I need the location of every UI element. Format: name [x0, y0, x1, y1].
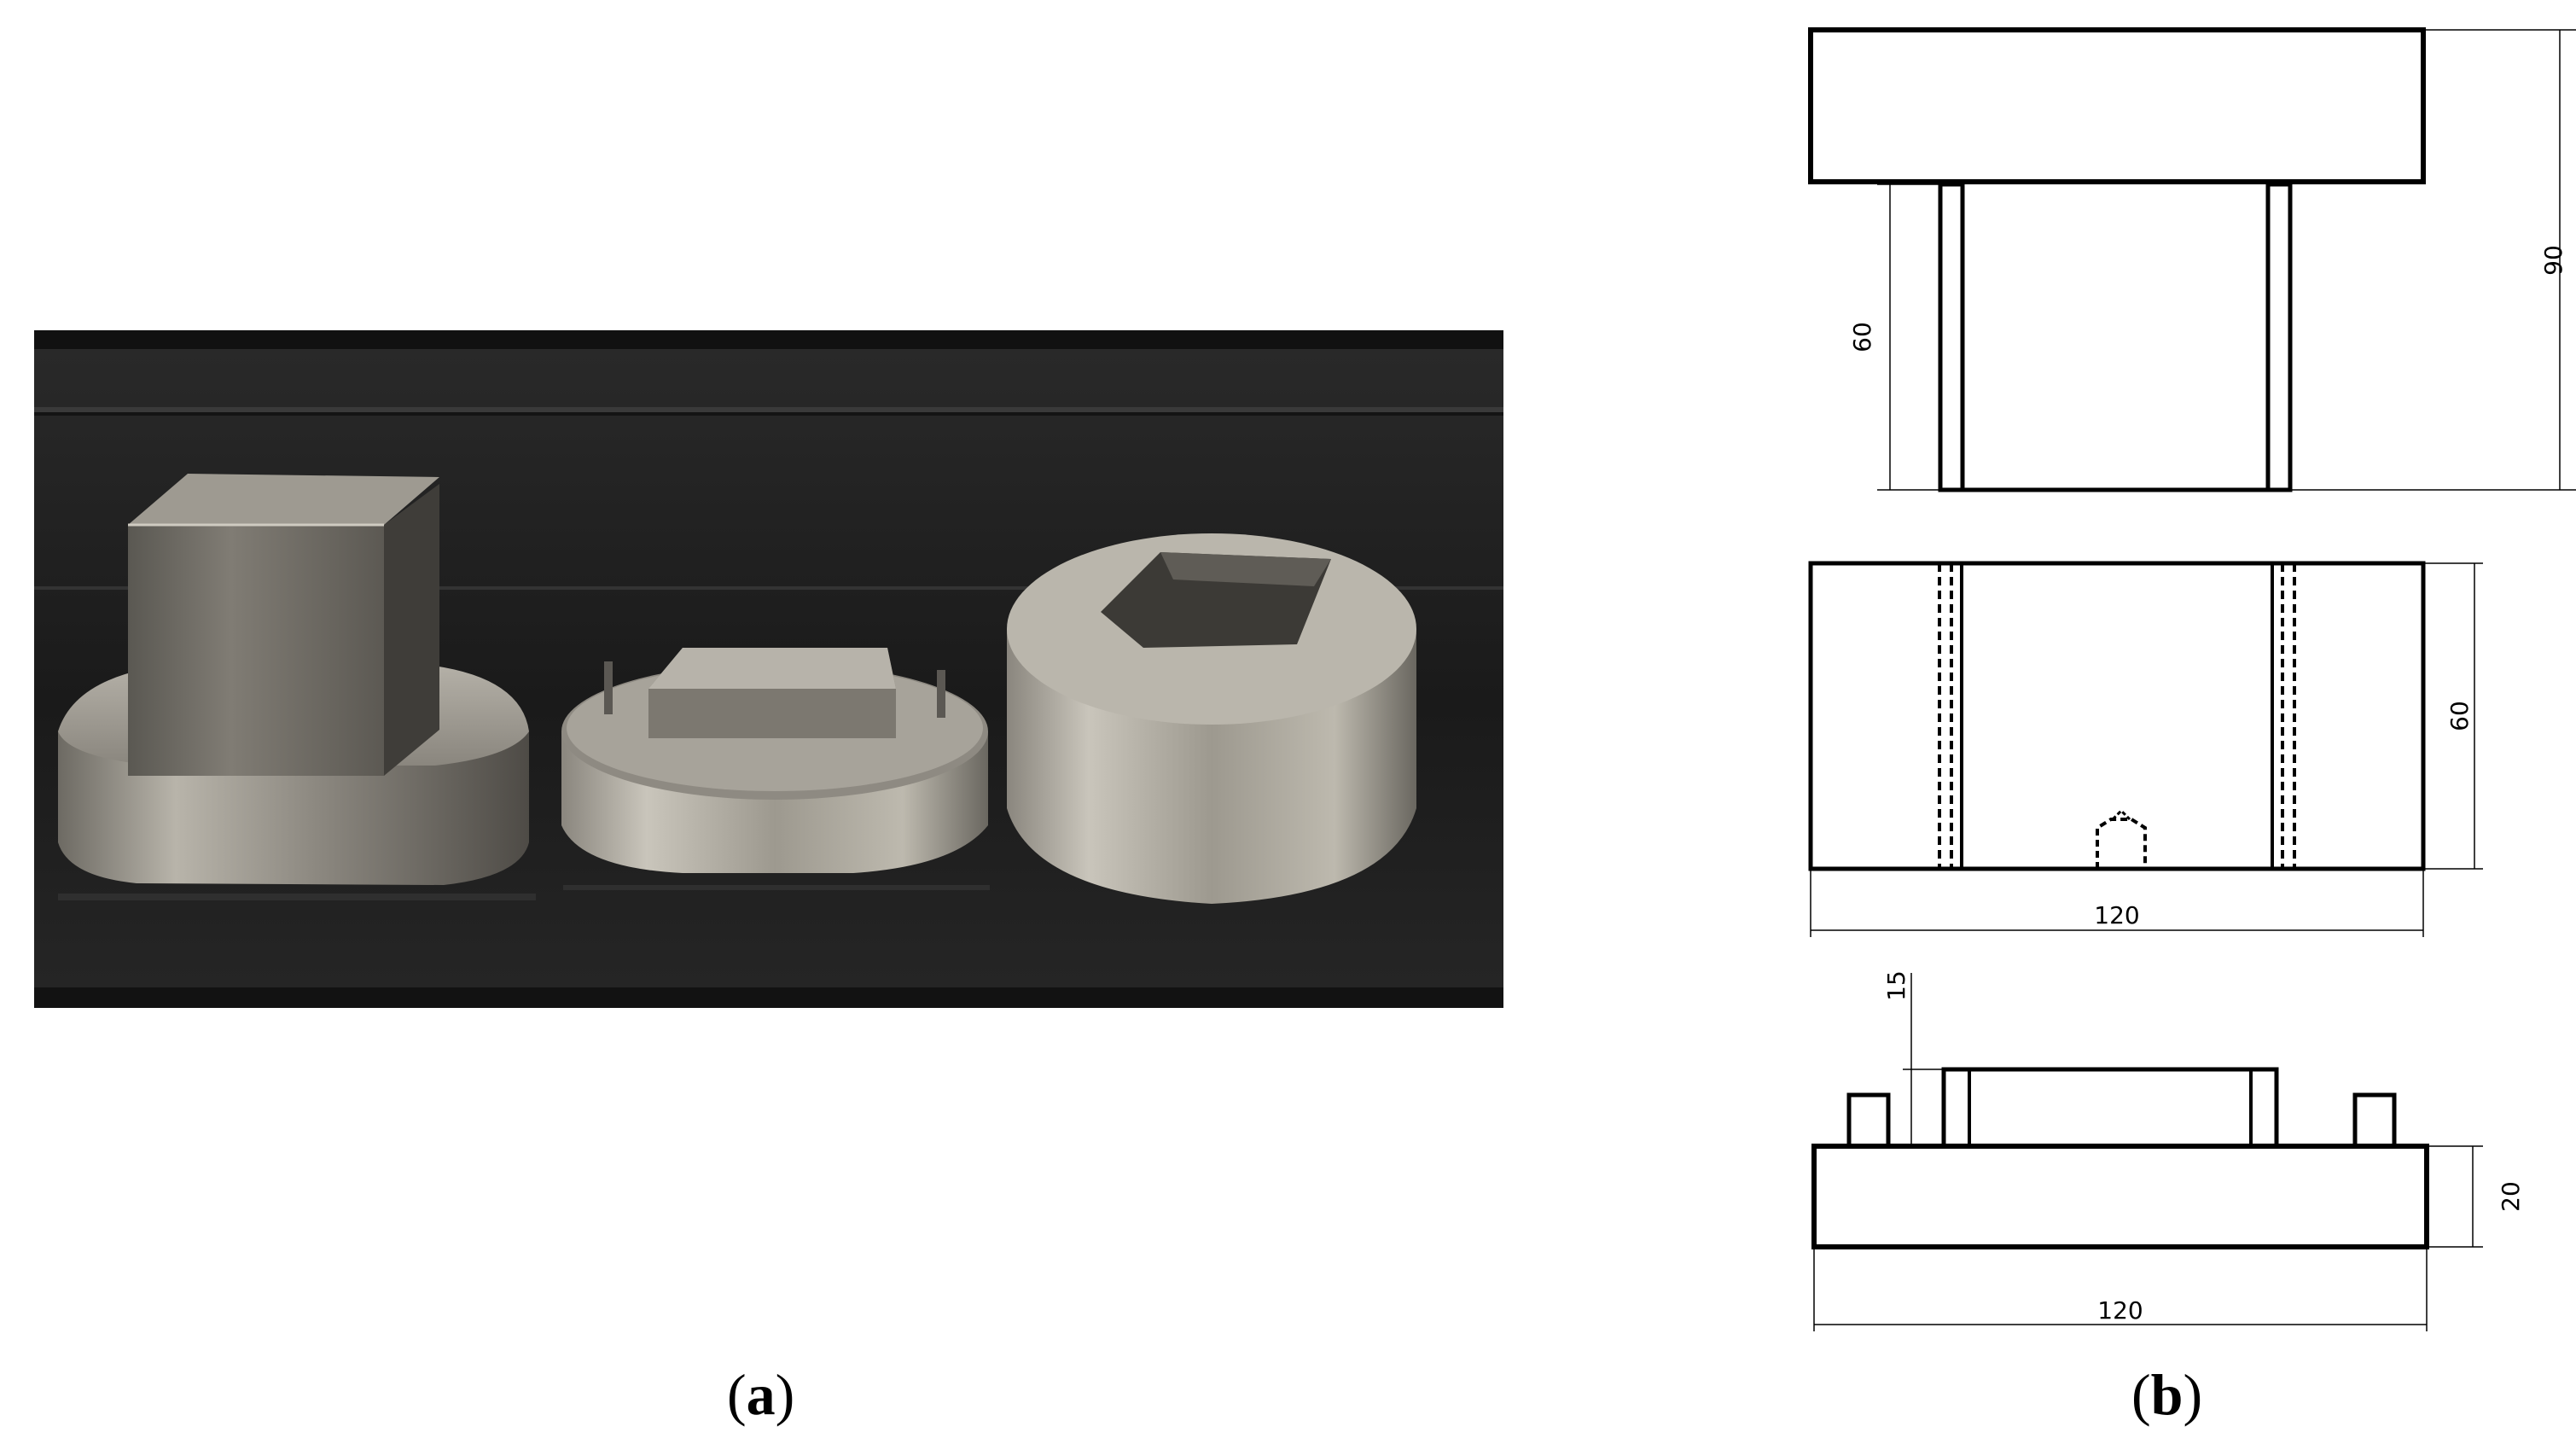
- punch-tool-photo: [58, 474, 529, 885]
- tooling-photograph: [34, 330, 1503, 1008]
- die-ring-photo: [1007, 533, 1416, 904]
- dim-die-height: 60: [2445, 701, 2474, 731]
- caption-b: (b): [2131, 1362, 2203, 1427]
- dim-holder-pad-height: 15: [1882, 970, 1910, 1001]
- dim-holder-width: 120: [2097, 1296, 2143, 1325]
- holder-plate-photo: [561, 648, 988, 873]
- punch-drawing: [1808, 27, 2576, 492]
- technical-drawings: 90 60 60 120 15 20 120: [1775, 0, 2576, 1366]
- die-drawing: [1808, 561, 2483, 937]
- holder-drawing: [1811, 973, 2483, 1331]
- dim-punch-total-height: 90: [2539, 245, 2567, 276]
- dim-holder-base-height: 20: [2497, 1181, 2525, 1212]
- caption-a: (a): [727, 1362, 795, 1427]
- dim-punch-stem-height: 60: [1848, 322, 1876, 352]
- dim-die-width: 120: [2094, 901, 2139, 929]
